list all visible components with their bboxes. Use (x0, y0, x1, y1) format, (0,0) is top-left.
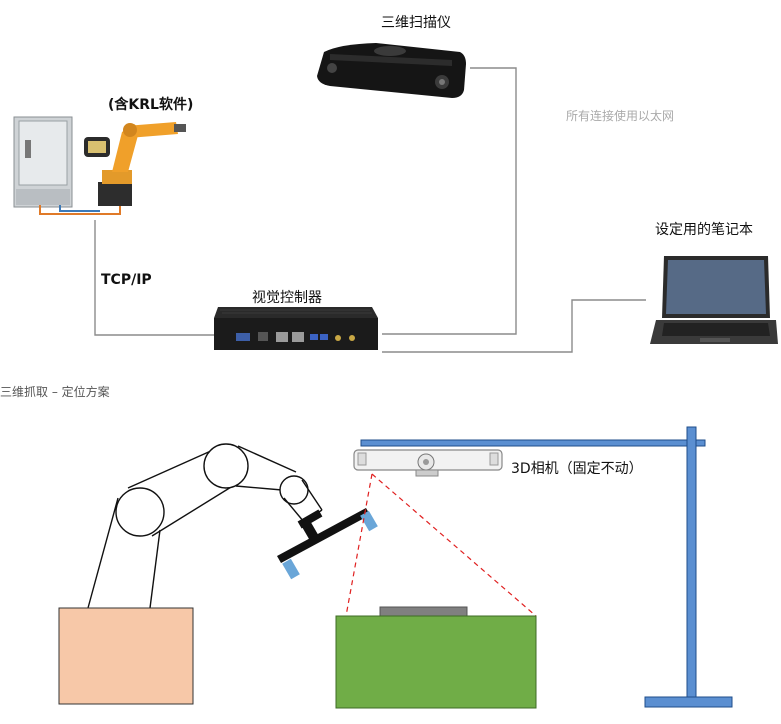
laptop (650, 256, 778, 344)
scanner-device (317, 43, 466, 98)
robot-arm-drawing (87, 443, 323, 609)
robot-label: (含KRL软件) (108, 97, 194, 113)
ethernet-note: 所有连接使用以太网 (566, 109, 675, 123)
vision-controller (214, 307, 378, 350)
robot-base (58, 607, 194, 705)
scene-title: 三维抓取 – 定位方案 (0, 385, 110, 399)
camera-field-of-view (345, 473, 537, 617)
fixed-camera (353, 449, 503, 477)
robot-cell (13, 116, 186, 215)
protocol-label: TCP/IP (101, 272, 152, 288)
laptop-label: 设定用的笔记本 (655, 222, 753, 238)
scanner-label: 三维扫描仪 (381, 15, 451, 31)
work-table (335, 615, 537, 709)
gripper (277, 508, 378, 580)
camera-label: 3D相机（固定不动） (511, 461, 643, 477)
connection-lines (94, 67, 646, 353)
scanner-to-controller-line (382, 67, 517, 335)
camera-stand (360, 426, 733, 708)
robot-to-controller-line (94, 220, 215, 336)
laptop-to-controller-line (382, 299, 646, 353)
controller-label: 视觉控制器 (252, 290, 322, 306)
